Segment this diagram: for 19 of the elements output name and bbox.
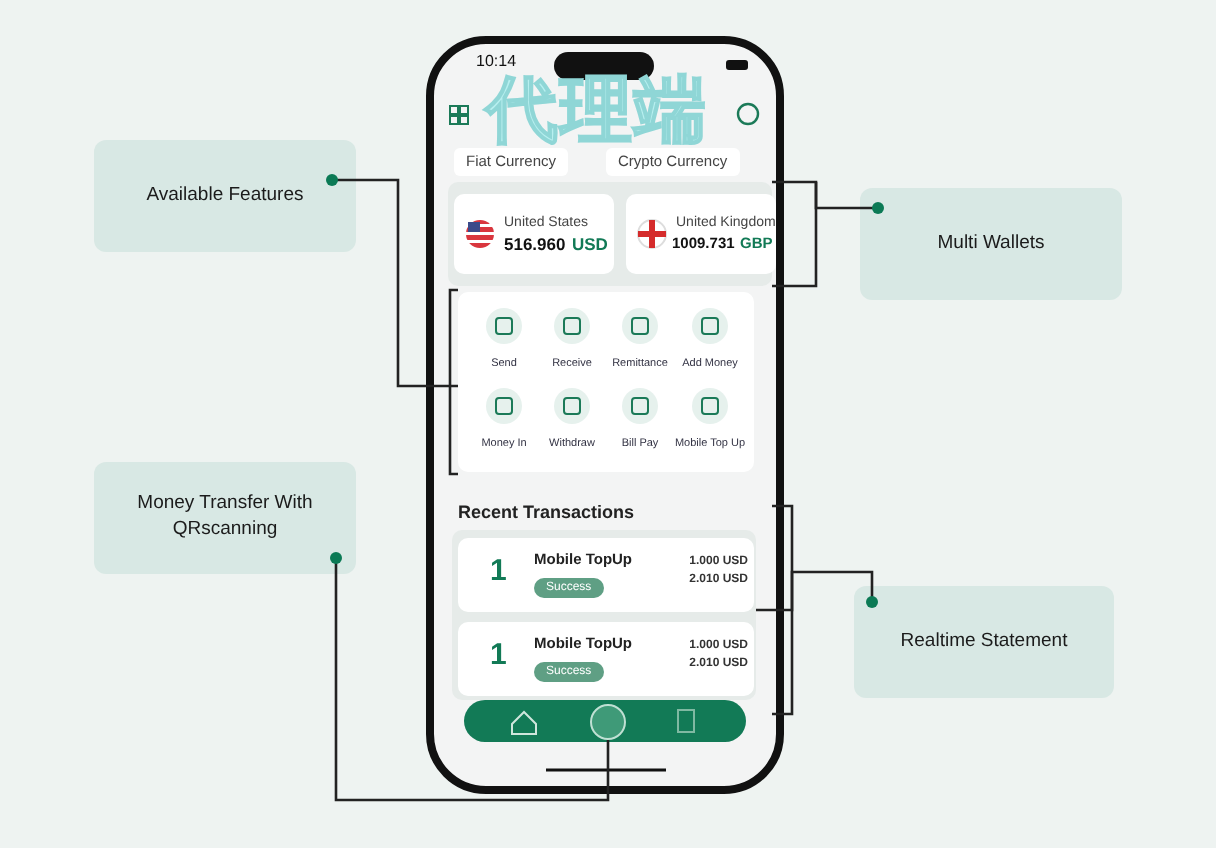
callout-box [94,140,356,252]
status-time: 10:14 [476,54,517,70]
callout-box [94,462,356,574]
callout-text: Money Transfer With QRscanning [135,492,315,544]
callout-text: Multi Wallets [937,231,1045,257]
transaction-number: 1 [490,556,507,586]
currency-code: USD [572,236,608,253]
transaction-number: 1 [490,640,507,670]
callout-box [854,586,1114,698]
leader-line [332,178,458,388]
callout-text: Available Features [146,183,304,209]
section-heading: Recent Transactions [458,504,635,522]
leader-line [772,180,878,210]
overlay-text: 代理端 [486,74,708,146]
leader-line [334,558,610,802]
leader-line [756,570,874,612]
balance-amount: 516.960 [504,236,566,253]
callout-text: Realtime Statement [900,629,1068,655]
callout-box [860,188,1122,300]
